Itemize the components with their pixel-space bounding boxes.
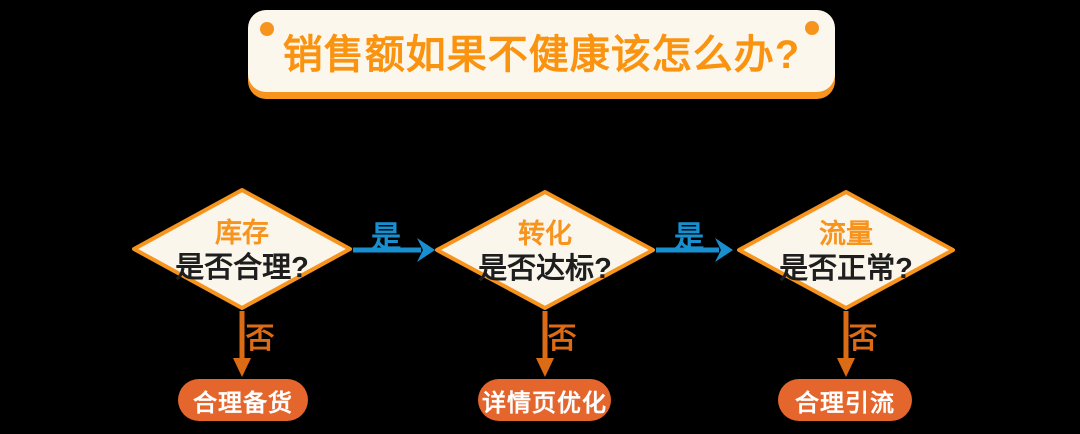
action-pill-stock-up: 合理备货	[178, 379, 308, 421]
no-edge-label-2: 否	[547, 323, 577, 355]
action-pill-drive-traffic: 合理引流	[778, 379, 912, 421]
yes-edge-label-2: 是	[674, 221, 704, 254]
no-edge-label-1: 否	[245, 323, 275, 355]
action-pill-detail-page-optimize: 详情页优化	[478, 379, 611, 421]
arrow-yes-1-icon	[353, 238, 435, 262]
arrow-no-2-icon	[536, 311, 554, 377]
arrow-no-3-icon	[837, 311, 855, 377]
decor-dot-right-icon	[805, 21, 819, 35]
arrow-yes-2-icon	[656, 238, 733, 262]
decision-diamond-traffic	[737, 190, 955, 310]
no-edge-label-3: 否	[848, 323, 878, 355]
page-title: 销售额如果不健康该怎么办?	[282, 33, 801, 77]
decision-diamond-inventory	[132, 188, 352, 310]
title-banner: 销售额如果不健康该怎么办?	[248, 10, 835, 92]
decision-diamond-conversion	[435, 190, 655, 310]
decor-dot-left-icon	[260, 22, 274, 36]
yes-edge-label-1: 是	[371, 221, 401, 254]
arrow-no-1-icon	[233, 311, 251, 377]
